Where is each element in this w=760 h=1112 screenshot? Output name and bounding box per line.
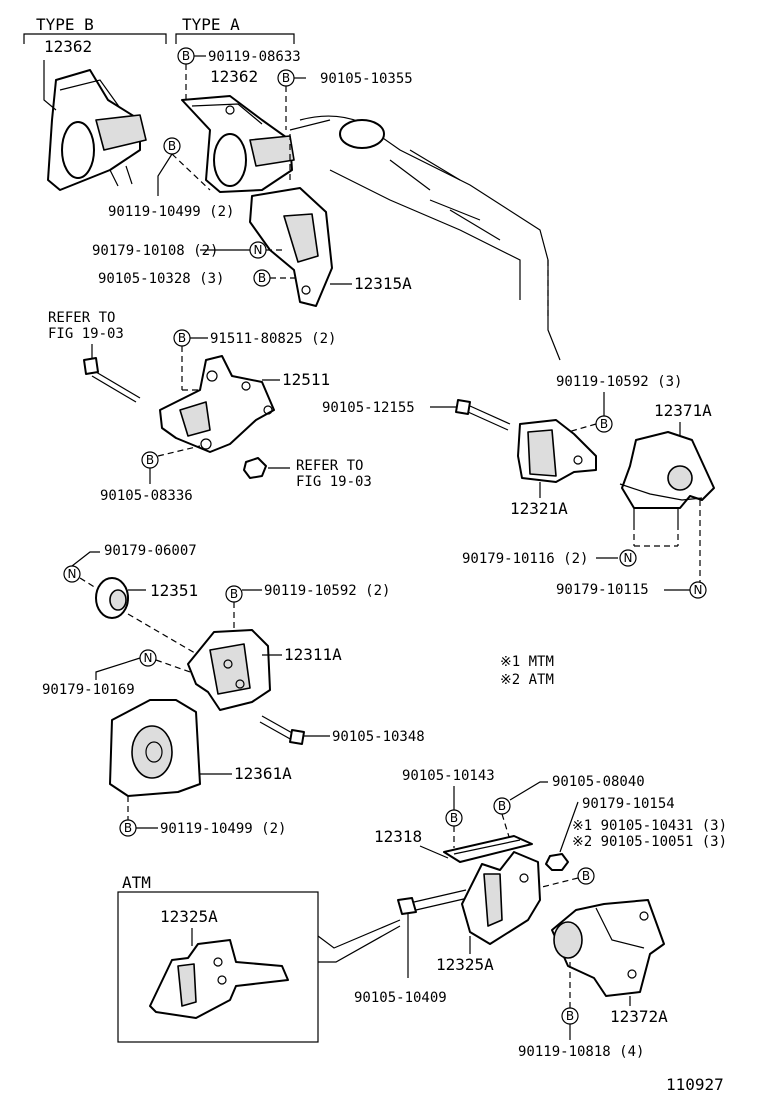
label-90119-10499-bottom: 90119-10499 (2) <box>160 821 286 837</box>
type-b-label: TYPE B <box>36 15 94 34</box>
label-12351: 12351 <box>150 581 198 600</box>
atm-inset-title: ATM <box>122 873 151 892</box>
inset-pointer <box>317 919 401 949</box>
svg-text:B: B <box>258 271 266 285</box>
label-90119-08633: 90119-08633 <box>208 49 301 65</box>
label-12325a-inset: 12325A <box>160 907 218 926</box>
svg-text:B: B <box>178 331 186 345</box>
bracket-12325a-inset <box>149 939 289 1019</box>
badge-b-90105-10431 <box>577 867 595 885</box>
atm-inset-box <box>117 891 319 1043</box>
label-90179-10169: 90179-10169 <box>42 682 135 698</box>
note-2-atm: ※2 ATM <box>500 672 554 688</box>
type-a-bracket <box>175 33 295 44</box>
label-90105-10348: 90105-10348 <box>332 729 425 745</box>
label-90179-10154: 90179-10154 <box>582 796 675 812</box>
svg-text:B: B <box>168 139 176 153</box>
svg-text:B: B <box>566 1009 574 1023</box>
badge-n-90179-10115 <box>689 581 707 599</box>
bracket-12321a <box>517 419 597 483</box>
label-12362-type-b: 12362 <box>44 37 92 56</box>
bracket-12315a <box>249 130 333 307</box>
label-90105-10328: 90105-10328 (3) <box>98 271 224 287</box>
label-90119-10592-2: 90119-10592 (2) <box>264 583 390 599</box>
label-12318: 12318 <box>374 827 422 846</box>
refer-to-1-line1: REFER TO <box>48 310 115 326</box>
svg-text:B: B <box>282 71 290 85</box>
refer-to-2-line1: REFER TO <box>296 458 363 474</box>
badge-n-90179-10116 <box>619 549 637 567</box>
label-90179-10108: 90179-10108 (2) <box>92 243 218 259</box>
bracket-12311a <box>187 629 271 711</box>
nut-90179-10154 <box>545 853 569 871</box>
label-90179-10116: 90179-10116 (2) <box>462 551 588 567</box>
svg-text:N: N <box>254 243 263 257</box>
label-90105-08040: 90105-08040 <box>552 774 645 790</box>
note-1-mtm: ※1 MTM <box>500 654 554 670</box>
label-12311a: 12311A <box>284 645 342 664</box>
label-12361a: 12361A <box>234 764 292 783</box>
type-b-bracket <box>23 33 167 44</box>
svg-text:B: B <box>582 869 590 883</box>
label-90179-06007: 90179-06007 <box>104 543 197 559</box>
label-91511-80825: 91511-80825 (2) <box>210 331 336 347</box>
label-12372a: 12372A <box>610 1007 668 1026</box>
label-12315a: 12315A <box>354 274 412 293</box>
svg-text:B: B <box>498 799 506 813</box>
refer-to-2-line2: FIG 19-03 <box>296 474 372 490</box>
svg-text:B: B <box>146 453 154 467</box>
svg-text:B: B <box>124 821 132 835</box>
label-90119-10499-top: 90119-10499 (2) <box>108 204 234 220</box>
mount-12371a <box>619 431 715 524</box>
label-90105-10355: 90105-10355 <box>320 71 413 87</box>
nut-refer-fig19 <box>243 457 267 479</box>
label-90105-12155: 90105-12155 <box>322 400 415 416</box>
bolt-90105-12155 <box>455 399 511 431</box>
label-90119-10818: 90119-10818 (4) <box>518 1044 644 1060</box>
engine-mount-type-a <box>181 95 295 193</box>
label-90105-08336: 90105-08336 <box>100 488 193 504</box>
label-s1-90105-10431: ※1 90105-10431 (3) <box>572 818 727 834</box>
svg-text:B: B <box>450 811 458 825</box>
svg-text:N: N <box>624 551 633 565</box>
engine-outline <box>289 115 561 361</box>
mount-12372a <box>551 899 665 997</box>
bracket-12511 <box>159 355 275 453</box>
engine-mount-type-b <box>43 60 147 191</box>
figure-number: 110927 <box>666 1075 724 1094</box>
label-12362-type-a: 12362 <box>210 67 258 86</box>
bushing-12351 <box>95 577 129 619</box>
label-s2-90105-10051: ※2 90105-10051 (3) <box>572 834 727 850</box>
svg-text:B: B <box>230 587 238 601</box>
svg-text:B: B <box>600 417 608 431</box>
label-90179-10115: 90179-10115 <box>556 582 649 598</box>
bolt-refer-fig19 <box>83 357 141 403</box>
label-12371a: 12371A <box>654 401 712 420</box>
bracket-12325a <box>461 851 541 945</box>
label-90105-10409: 90105-10409 <box>354 990 447 1006</box>
label-12511: 12511 <box>282 370 330 389</box>
svg-text:N: N <box>144 651 153 665</box>
label-12325a: 12325A <box>436 955 494 974</box>
refer-to-1-line2: FIG 19-03 <box>48 326 124 342</box>
svg-text:N: N <box>694 583 703 597</box>
label-12321a: 12321A <box>510 499 568 518</box>
bolt-90105-10409 <box>397 889 469 915</box>
svg-text:B: B <box>182 49 190 63</box>
plate-12318 <box>443 835 533 863</box>
mount-12361a <box>109 699 201 797</box>
bolt-90105-10348 <box>259 715 305 745</box>
type-a-label: TYPE A <box>182 15 240 34</box>
svg-text:N: N <box>68 567 77 581</box>
label-90105-10143: 90105-10143 <box>402 768 495 784</box>
label-90119-10592-3: 90119-10592 (3) <box>556 374 682 390</box>
